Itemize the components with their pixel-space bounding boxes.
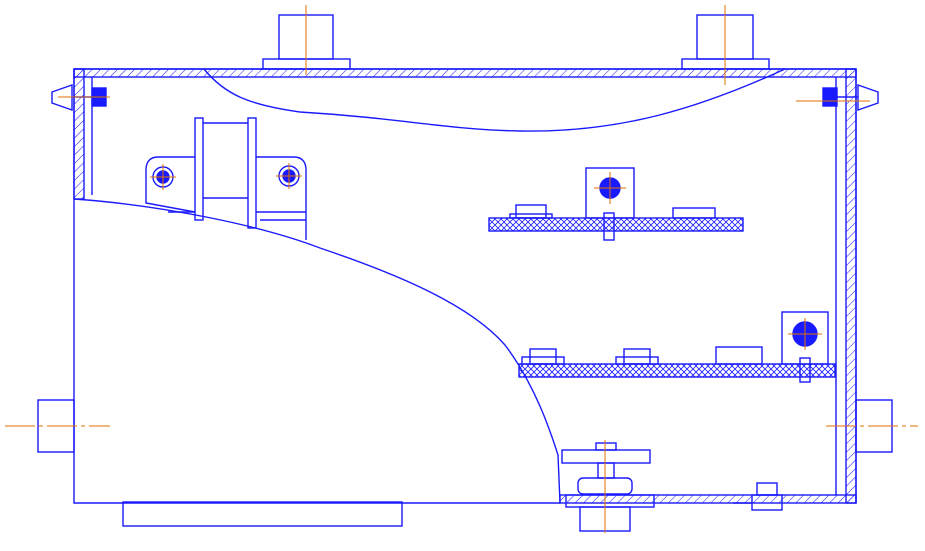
enclosure-body [73, 68, 857, 504]
upper-circuit-board [488, 167, 744, 241]
top-section-break-line [203, 68, 786, 132]
bracket-assembly [145, 117, 307, 240]
bottom-right-terminal [733, 482, 783, 511]
bottom-base-plate [122, 501, 403, 527]
lower-circuit-board [518, 311, 836, 383]
main-section-break-line [73, 198, 561, 504]
bottom-bolt-knob [561, 442, 655, 532]
